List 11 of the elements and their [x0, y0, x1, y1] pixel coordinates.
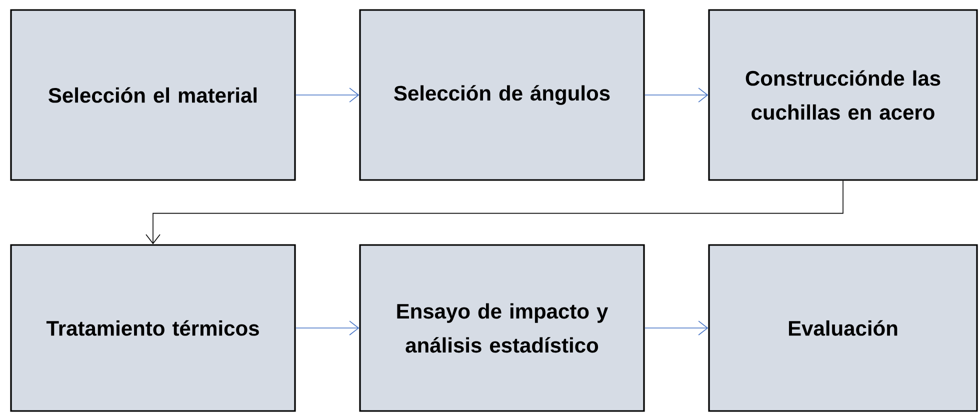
process-box: Tratamiento térmicos	[10, 244, 296, 412]
process-box: Construcciónde las cuchillas en acero	[708, 9, 978, 181]
arrow	[644, 320, 708, 336]
process-box: Evaluación	[708, 244, 978, 412]
process-box: Selección el material	[10, 9, 296, 181]
process-box: Ensayo de impacto y análisis estadístico	[359, 244, 645, 412]
arrow	[295, 88, 360, 102]
process-box: Selección de ángulos	[359, 9, 645, 181]
arrow	[644, 88, 708, 102]
arrow	[295, 320, 360, 336]
arrow	[146, 180, 844, 244]
